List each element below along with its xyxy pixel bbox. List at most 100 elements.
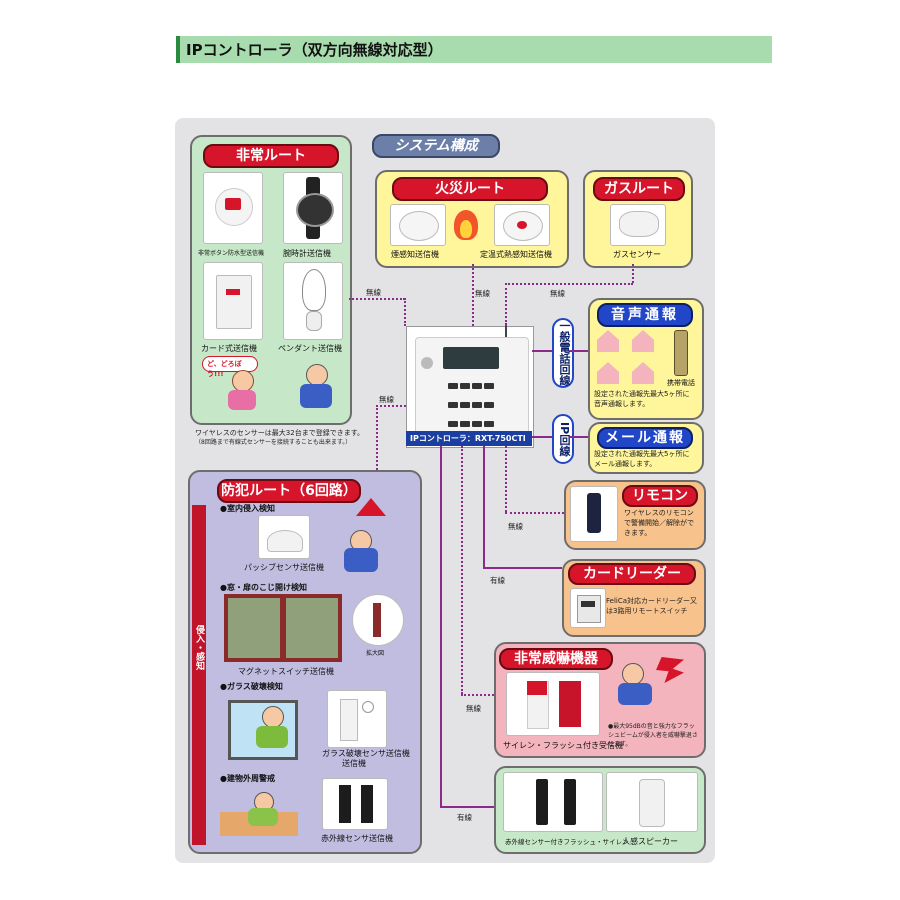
page-title: IPコントローラ（双方向無線対応型） xyxy=(186,41,443,59)
card-reader-photo xyxy=(570,588,606,628)
crime-section-4-heading: ●建物外周警戒 xyxy=(220,774,275,783)
emergency-link-label: 無線 xyxy=(366,288,381,297)
ip-controller xyxy=(406,323,534,448)
gas-link-line-v2 xyxy=(505,283,507,326)
threat-link-label: 無線 xyxy=(466,704,481,713)
gas-link-line xyxy=(505,283,633,285)
house-icon xyxy=(632,330,654,352)
threat-link-line-h xyxy=(461,694,494,696)
outdoor-item-1: 赤外線センサー付きフラッシュ・サイレン xyxy=(505,838,629,846)
controller-label: IPコントローラ：RXT-750CTI xyxy=(410,434,526,443)
phone-line-connector-2 xyxy=(570,350,588,352)
house-icon xyxy=(597,362,619,384)
mail-title: メール通報 xyxy=(597,427,693,449)
emergency-route-title: 非常ルート xyxy=(203,144,339,168)
page-header: IPコントローラ（双方向無線対応型） xyxy=(176,36,772,63)
gas-link-label: 無線 xyxy=(550,289,565,298)
fire-route-title: 火災ルート xyxy=(392,177,548,201)
emergency-item-4: ペンダント送信機 xyxy=(278,344,342,353)
outdoor-link-line xyxy=(440,446,442,808)
intrusion-side-label: 侵入・感知 xyxy=(194,625,204,670)
remote-photo xyxy=(570,486,618,542)
perimeter-thief-illustration xyxy=(220,786,300,842)
crime-section-3-item: ガラス破壊センサ送信機 xyxy=(322,749,410,758)
motion-speaker-photo xyxy=(606,772,698,832)
zoom-detail-label: 拡大図 xyxy=(366,650,385,657)
card-transmitter-photo xyxy=(203,262,263,340)
fire-link-line xyxy=(472,264,474,326)
remote-note: ワイヤレスのリモコンで警備開始／解除ができます。 xyxy=(624,509,694,537)
outdoor-link-label: 有線 xyxy=(457,813,472,822)
threat-note: ●最大95dBの音と強力なフラッシュビームが侵入者を威嚇撃退させます。 xyxy=(608,723,698,748)
mobile-phone-icon xyxy=(674,330,688,376)
emergency-link-line-v xyxy=(404,298,406,326)
card-reader-note: FeliCa対応カードリーダー又は3路用リモートスイッチ xyxy=(606,597,698,615)
intruder-alarm-illustration xyxy=(336,498,408,578)
passive-sensor-photo xyxy=(258,515,310,559)
speech-bubble: ど、どろぼう!!! xyxy=(202,356,258,378)
glass-break-illustration xyxy=(222,694,300,760)
remote-link-label: 無線 xyxy=(508,522,523,531)
gas-sensor-photo xyxy=(610,204,666,246)
mobile-phone-label: 携帯電話 xyxy=(667,379,695,387)
heat-detector-photo xyxy=(494,204,550,246)
threat-item-1: サイレン・フラッシュ付き受信機 xyxy=(503,741,623,750)
threat-link-line xyxy=(461,446,463,694)
siren-receiver-photo xyxy=(506,672,600,736)
emergency-button-photo xyxy=(203,172,263,244)
crime-section-2-heading: ●窓・扉のこじ開け検知 xyxy=(220,583,307,592)
thief-illustration xyxy=(292,362,338,414)
threat-title: 非常威嚇機器 xyxy=(499,648,613,670)
remote-title: リモコン xyxy=(622,485,698,507)
ip-line-label: IP回線 xyxy=(552,414,574,464)
crime-link-line-v xyxy=(376,405,378,470)
watch-photo xyxy=(283,172,343,244)
card-reader-title: カードリーダー xyxy=(568,563,696,585)
mail-note: 設定された通報先最大5ヶ所にメール通報します。 xyxy=(594,450,690,468)
system-title: システム構成 xyxy=(372,134,500,158)
house-icon xyxy=(597,330,619,352)
intrusion-side-bar: 侵入・感知 xyxy=(192,505,206,845)
emergency-item-3: カード式送信機 xyxy=(201,344,257,353)
ir-sensor-photo xyxy=(322,778,388,830)
crime-section-1-heading: ●室内侵入検知 xyxy=(220,504,275,513)
ip-line-connector-2 xyxy=(570,436,588,438)
emergency-item-2: 腕時計送信機 xyxy=(283,249,331,258)
gas-route-title: ガスルート xyxy=(593,177,685,201)
ir-flash-siren-photo xyxy=(503,772,603,832)
girl-illustration xyxy=(220,370,262,410)
gas-item-1: ガスセンサー xyxy=(613,250,661,259)
card-link-line-h xyxy=(483,567,562,569)
remote-link-line-h xyxy=(505,512,564,514)
outdoor-link-line-h xyxy=(440,806,494,808)
glass-break-sensor-photo xyxy=(327,690,387,748)
emergency-link-line xyxy=(349,298,405,300)
scared-thief-illustration xyxy=(612,655,688,715)
crime-section-4-item: 赤外線センサ送信機 xyxy=(321,834,393,843)
controller-label-bar: IPコントローラ：RXT-750CTI xyxy=(406,431,532,446)
emergency-item-1: 非常ボタン防水型送信機 xyxy=(198,250,265,257)
phone-line-connector xyxy=(532,350,552,352)
fire-icon xyxy=(448,206,484,242)
fire-item-1: 煙感知送信機 xyxy=(391,250,439,259)
window-photo xyxy=(224,594,342,662)
crime-section-2-item: マグネットスイッチ送信機 xyxy=(238,667,334,676)
pendant-photo xyxy=(283,262,343,340)
sensor-subnote: （8回路まで有線式センサーを接続することも出来ます。） xyxy=(195,439,352,446)
crime-section-3-heading: ●ガラス破壊検知 xyxy=(220,682,283,691)
ip-line-connector xyxy=(532,436,552,438)
voice-note: 設定された通報先最大5ヶ所に音声通報します。 xyxy=(594,390,690,408)
crime-route-title: 防犯ルート（6回路） xyxy=(217,479,361,503)
crime-link-line xyxy=(376,405,406,407)
voice-title: 音声通報 xyxy=(597,303,693,327)
gas-link-line-v xyxy=(632,264,634,283)
crime-section-3-item-2: 送信機 xyxy=(342,759,366,768)
phone-line-label: 一般電話回線 xyxy=(552,318,574,388)
zoom-detail-photo xyxy=(352,594,404,646)
house-icon xyxy=(632,362,654,384)
fire-item-2: 定温式熱感知送信機 xyxy=(480,250,552,259)
fire-link-label: 無線 xyxy=(475,289,490,298)
smoke-detector-photo xyxy=(390,204,446,246)
sensor-note: ワイヤレスのセンサーは最大32台まで登録できます。 xyxy=(195,429,364,437)
remote-link-line xyxy=(505,446,507,512)
